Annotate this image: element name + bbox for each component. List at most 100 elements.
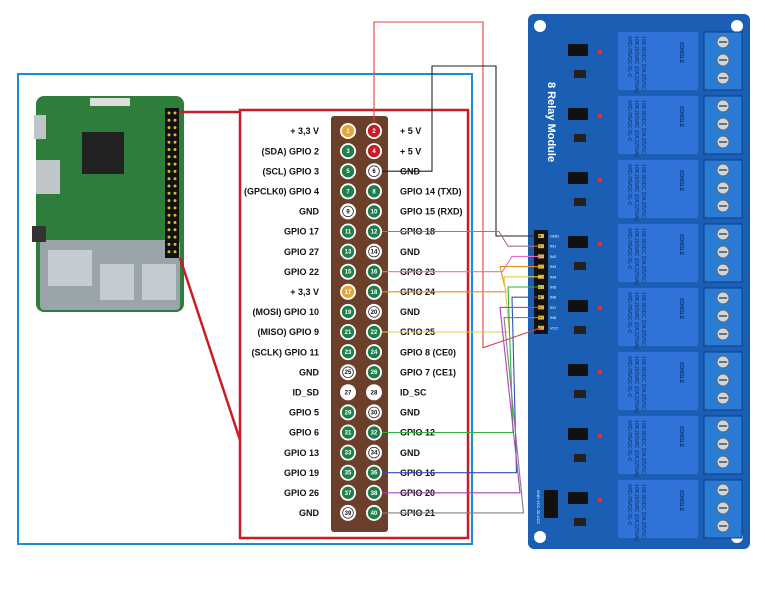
input-pin-label: GND (550, 234, 559, 239)
pi-header-dot (167, 228, 171, 232)
gpio-pin-31: 31 (340, 424, 356, 441)
left-pin-label: GPIO 26 (284, 488, 319, 498)
jd-vcc-label: GND VCC JD-VCC (536, 490, 541, 524)
pin-number: 40 (371, 511, 378, 517)
relay-rating: 10A 30VDC 10A 28VDC (640, 484, 646, 538)
mount-hole (534, 531, 546, 543)
led (597, 369, 603, 375)
gpio-pin-15: 15 (340, 263, 356, 280)
gpio-pin-29: 29 (340, 404, 356, 421)
left-pin-label: + 3,3 V (290, 287, 319, 297)
gpio-pin-11: 11 (340, 223, 356, 240)
optocoupler (568, 492, 588, 504)
mount-hole (534, 20, 546, 32)
relay-rating: 10A 30VDC 10A 28VDC (640, 164, 646, 218)
relay-rating: 10A 250VAC 10A 125VAC (633, 164, 639, 222)
mount-hole (731, 20, 743, 32)
pi-header-dot (173, 235, 177, 239)
pi-header-dot (167, 118, 171, 122)
relay-rating: SRD-05VDC-SL-C (626, 228, 632, 270)
wire-pin6-gnd (382, 65, 541, 237)
transistor (574, 198, 586, 206)
gpio-pin-25: 25 (340, 364, 356, 381)
pi-header-dot (173, 206, 177, 210)
wires (373, 21, 542, 514)
pi-header-dot (173, 133, 177, 137)
left-pin-label: GPIO 17 (284, 227, 319, 237)
pi-header-dot (167, 133, 171, 137)
relay-rating: SRD-05VDC-SL-C (626, 356, 632, 398)
led (597, 497, 603, 503)
pin-number: 31 (345, 431, 352, 437)
input-pin-label: IN6 (550, 295, 557, 300)
relay-body (618, 160, 698, 218)
transistor (574, 70, 586, 78)
left-pin-label: (SDA) GPIO 2 (261, 146, 319, 156)
gpio-pin-33: 33 (340, 444, 356, 461)
left-pin-label: GPIO 5 (289, 408, 319, 418)
left-pin-label: GPIO 22 (284, 267, 319, 277)
wire-pin22-in4 (382, 276, 541, 333)
gpio-pin-3: 3 (340, 143, 356, 160)
optocoupler (568, 364, 588, 376)
right-pin-label: GPIO 8 (CE0) (400, 347, 456, 357)
pi-header-dot (167, 250, 171, 254)
right-pin-label: GPIO 15 (RXD) (400, 207, 463, 217)
left-pin-label: GPIO 19 (284, 468, 319, 478)
relay-body (618, 480, 698, 538)
left-pin-label: GPIO 13 (284, 448, 319, 458)
relay-rating: 10A 250VAC 10A 125VAC (633, 292, 639, 350)
gpio-pin-40: 40 (366, 504, 382, 521)
gpio-pin-7: 7 (340, 183, 356, 200)
pi-header-dot (173, 199, 177, 203)
gpio-pin-21: 21 (340, 324, 356, 340)
gpio-pin-37: 37 (340, 484, 356, 501)
jd-vcc-jumper (544, 490, 558, 518)
relay-rating: 10A 30VDC 10A 28VDC (640, 36, 646, 90)
wire-pin32-in5 (382, 286, 541, 434)
relay-brand: SONGLE (678, 42, 684, 64)
pin-number: 19 (345, 310, 352, 316)
left-pin-label: GPIO 6 (289, 428, 319, 438)
relay-rating: 10A 250VAC 10A 125VAC (633, 228, 639, 286)
pi-header-dot (167, 126, 171, 130)
led (597, 49, 603, 55)
gpio-pin-13: 13 (340, 243, 356, 260)
relay-module-board: 8 Relay ModuleGNDIN1IN2IN3IN4IN5IN6IN7IN… (528, 14, 750, 549)
gpio-pin-26: 26 (366, 364, 382, 381)
wire-pin40-in8 (382, 317, 541, 514)
gpio-pin-1: 1 (340, 123, 356, 139)
relay-rating: SRD-05VDC-SL-C (626, 484, 632, 526)
relay-rating: 10A 250VAC 10A 125VAC (633, 356, 639, 414)
pi-header-dot (173, 242, 177, 246)
pin-number: 35 (345, 471, 352, 477)
pi-header-dot (173, 191, 177, 195)
pin-number: 20 (371, 310, 378, 316)
pi-header-dot (173, 213, 177, 217)
pi-header-dot (167, 177, 171, 181)
gpio-pin-34: 34 (366, 444, 382, 461)
pi-header-dot (167, 242, 171, 246)
pi-header-dot (173, 118, 177, 122)
usb-port-2 (100, 264, 134, 300)
pi-header-dot (167, 221, 171, 224)
gpio-pin-39: 39 (340, 504, 356, 521)
usb-port-1 (48, 250, 92, 286)
relay-rating: 10A 30VDC 10A 28VDC (640, 228, 646, 282)
relay-brand: SONGLE (678, 490, 684, 512)
gpio-pin-2: 2 (366, 123, 382, 139)
pin-number: 36 (371, 471, 378, 477)
display-connector (90, 98, 130, 106)
pin-number: 15 (345, 270, 352, 276)
transistor (574, 454, 586, 462)
pin-number: 38 (371, 491, 378, 497)
gpio-pin-16: 16 (366, 263, 382, 280)
usb-port-3 (142, 264, 176, 300)
wire-pin36-in6 (382, 296, 541, 474)
pin-number: 29 (345, 410, 352, 416)
led (597, 113, 603, 119)
